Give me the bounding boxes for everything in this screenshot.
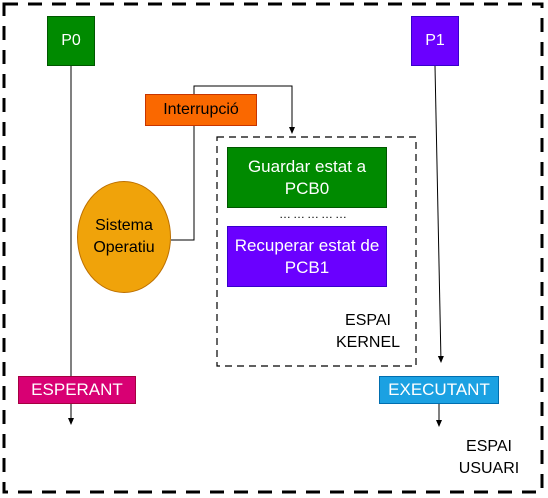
running-state-label: EXECUTANT	[388, 380, 490, 399]
process-p1-box: P1	[411, 16, 459, 66]
process-p0-box: P0	[47, 16, 95, 66]
process-p0-label: P0	[61, 32, 81, 49]
save-state-step: Guardar estat a PCB0	[227, 147, 387, 208]
operating-system-node: Sistema Operatiu	[77, 181, 171, 293]
interrupt-to-kernel-arrow	[193, 85, 295, 134]
restore-state-step: Recuperar estat de PCB1	[227, 226, 387, 287]
waiting-state-box: ESPERANT	[18, 376, 136, 404]
os-to-interrupt-line	[171, 126, 195, 241]
step-separator: ……………	[279, 207, 349, 221]
kernel-space-border	[216, 136, 417, 367]
save-state-label: Guardar estat a PCB0	[247, 156, 367, 198]
process-p1-label: P1	[425, 32, 445, 49]
user-space-label: ESPAI USUARI	[458, 438, 520, 477]
p1-timeline-arrow	[434, 65, 444, 363]
running-state-box: EXECUTANT	[379, 376, 499, 404]
interrupt-label: Interrupció	[163, 101, 239, 118]
waiting-state-label: ESPERANT	[31, 380, 123, 399]
interrupt-box: Interrupció	[145, 94, 257, 126]
user-space-border	[2, 2, 544, 494]
restore-state-label: Recuperar estat de PCB1	[234, 235, 380, 277]
operating-system-label: Sistema Operatiu	[93, 217, 155, 256]
kernel-space-label: ESPAI KERNEL	[335, 312, 401, 351]
